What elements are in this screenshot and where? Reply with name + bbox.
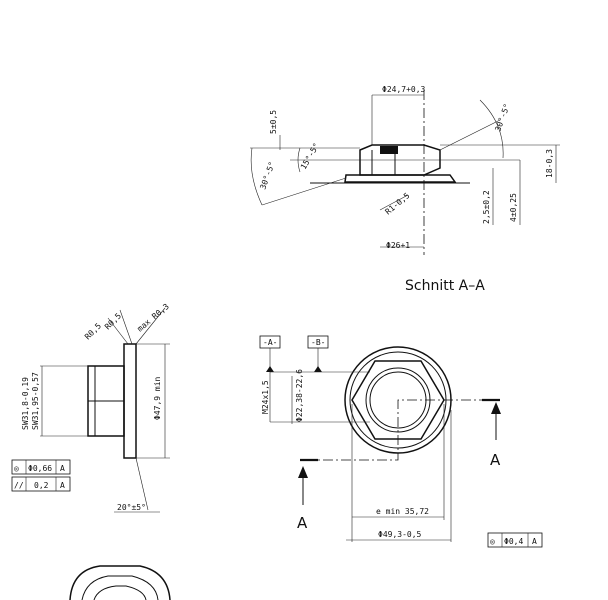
dim-h5: 5±0,5 <box>269 110 278 134</box>
concentricity-icon: ◎ <box>14 464 19 473</box>
tolerance-frame-parallelism: // 0,2 A <box>11 476 71 492</box>
dim-h18: 18-0,3 <box>545 149 554 178</box>
dim-d493: Φ49,3-0,5 <box>378 530 422 539</box>
dim-d-top: Φ24,7+0,3 <box>382 85 426 94</box>
tolerance-frame-concentricity: ◎ Φ0,66 A <box>11 459 71 475</box>
dim-rmax: max R0,3 <box>136 302 171 334</box>
concentricity-icon: ◎ <box>490 537 495 546</box>
dim-angle-right: 30°-5° <box>493 102 511 132</box>
hex-outline <box>351 360 445 440</box>
datum-a: -A- <box>263 338 277 347</box>
dim-angle-left-outer: 30°-5° <box>258 160 276 190</box>
top-view: A A -A- -B- M24x1,5 Φ22,38-22,6 e min 35… <box>259 335 543 548</box>
side-view: Φ47,9 min SW31,8-0,19 SW31,95-0,57 R0,5 … <box>11 302 171 513</box>
parallelism-icon: // <box>14 481 24 490</box>
leader <box>379 194 409 211</box>
leader <box>439 119 501 151</box>
section-line <box>305 399 495 461</box>
section-view: Φ24,7+0,3 5±0,5 18-0,3 2,5±0,2 4±0,25 30… <box>250 85 560 294</box>
angle-arc-left <box>250 147 263 206</box>
dim-angle-left-inner: 15°-5° <box>299 141 321 171</box>
leader <box>119 309 133 345</box>
datum-b: -B- <box>311 338 325 347</box>
tolerance-frame-concentricity-top: ◎ Φ0,4 A <box>487 532 543 548</box>
tol-value: Φ0,4 <box>504 537 523 546</box>
angle-arc-right <box>479 99 504 159</box>
dim-d479: Φ47,9 min <box>153 376 162 420</box>
dim-sw1: SW31,8-0,19 <box>21 377 30 430</box>
iso-inner <box>81 575 159 600</box>
tol-datum: A <box>532 537 537 546</box>
dim-r05a: R0,5 <box>83 321 103 341</box>
tol-value: 0,2 <box>34 481 49 490</box>
leader <box>261 177 347 206</box>
dim-r1: R1-0,5 <box>384 191 412 217</box>
ext-line <box>135 457 149 511</box>
section-title: Schnitt A–A <box>405 278 485 294</box>
dim-h4: 4±0,25 <box>509 193 518 222</box>
dim-angle: 20°±5° <box>117 503 146 512</box>
section-hatch <box>380 146 398 154</box>
flange-section <box>344 174 457 183</box>
datum-triangle <box>266 366 274 372</box>
tol-datum: A <box>60 464 65 473</box>
dim-d-inner: Φ22,38-22,6 <box>295 369 304 422</box>
isometric-view <box>69 565 171 600</box>
angle-arc-left-inner <box>297 147 301 173</box>
datum-triangle <box>314 366 322 372</box>
leader <box>107 317 129 345</box>
tol-datum: A <box>60 481 65 490</box>
dim-thread: M24x1,5 <box>261 380 270 414</box>
leader <box>135 307 166 345</box>
iso-bore <box>93 585 147 600</box>
tol-value: Φ0,66 <box>28 464 52 473</box>
dim-r05b: R0,5 <box>103 311 123 331</box>
iso-outer <box>69 565 171 600</box>
dim-sw2: SW31,95-0,57 <box>31 372 40 430</box>
section-mark-a-left: A <box>297 514 308 532</box>
dim-e-min: e min 35,72 <box>376 507 429 516</box>
dim-h2-5: 2,5±0,2 <box>482 190 491 224</box>
section-arrow-head <box>298 466 308 478</box>
dim-d-bottom: Φ26+1 <box>386 241 410 250</box>
section-arrow-head <box>491 402 501 414</box>
flange <box>123 343 137 459</box>
section-mark-a-right: A <box>490 451 501 469</box>
